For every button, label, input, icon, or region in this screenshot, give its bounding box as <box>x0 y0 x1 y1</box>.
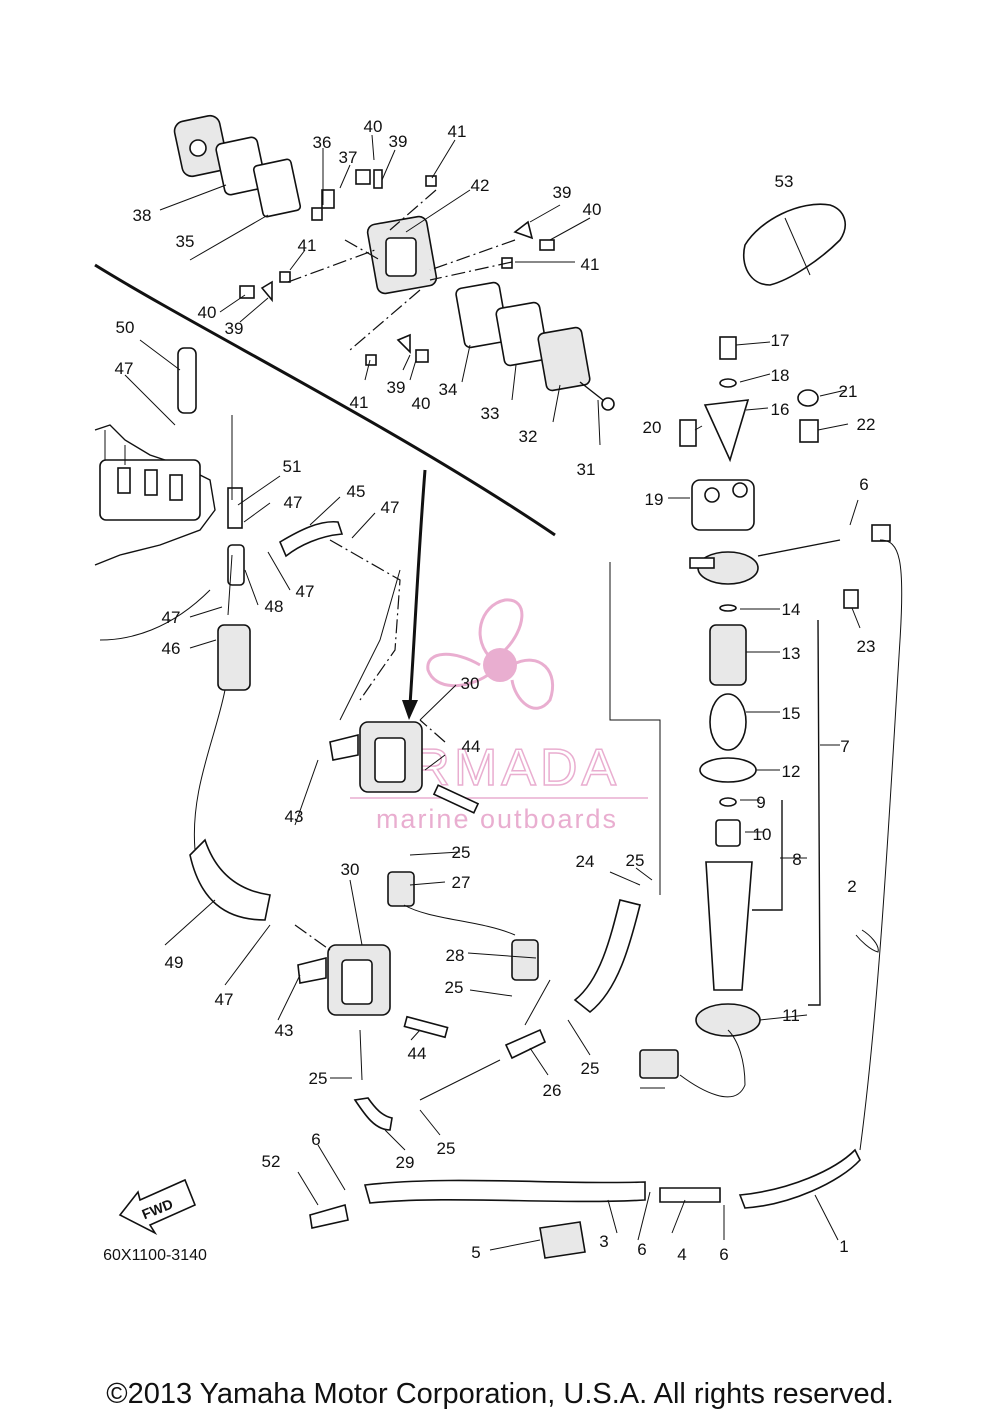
propeller-logo-icon <box>426 598 555 710</box>
callout-47-clip: 47 <box>215 990 234 1009</box>
callout-39-clip: 39 <box>553 183 572 202</box>
callout-39-clip: 39 <box>387 378 406 397</box>
item-53-sleeve <box>743 203 846 286</box>
callout-40-screw: 40 <box>364 117 383 136</box>
copyright-notice: ©2013 Yamaha Motor Corporation, U.S.A. A… <box>106 1378 894 1410</box>
callout-30-fuel-pump: 30 <box>461 674 480 693</box>
callout-24: 24 <box>576 852 595 871</box>
callout-33: 33 <box>481 404 500 423</box>
callout-7: 7 <box>840 737 849 756</box>
callout-10: 10 <box>753 825 772 844</box>
callout-26: 26 <box>543 1081 562 1100</box>
callout-25-hose-clip: 25 <box>452 843 471 862</box>
callout-46: 46 <box>162 639 181 658</box>
callout-28: 28 <box>446 946 465 965</box>
callout-8: 8 <box>792 850 801 869</box>
callout-18: 18 <box>771 366 790 385</box>
callout-40-screw: 40 <box>412 394 431 413</box>
fuel-hoses <box>99 347 903 1259</box>
callout-38: 38 <box>133 206 152 225</box>
upper-fuel-pump-parts <box>173 114 615 411</box>
callout-50: 50 <box>116 318 135 337</box>
callout-41-nut: 41 <box>581 255 600 274</box>
callout-labels: 1 2 3 4 5 6 6 6 6 7 8 9 10 11 12 13 14 1… <box>115 117 876 1264</box>
callout-47-clip: 47 <box>381 498 400 517</box>
callout-29: 29 <box>396 1153 415 1172</box>
callout-23: 23 <box>857 637 876 656</box>
engine-block-outline <box>94 424 216 566</box>
callout-6-hose-clip: 6 <box>719 1245 728 1264</box>
callout-25-hose-clip: 25 <box>309 1069 328 1088</box>
callout-9: 9 <box>756 793 765 812</box>
fuel-pump-upper <box>329 721 480 814</box>
leader-lines <box>124 134 861 1251</box>
callout-35: 35 <box>176 232 195 251</box>
callout-3: 3 <box>599 1232 608 1251</box>
callout-44-bolt: 44 <box>408 1044 427 1063</box>
callout-16: 16 <box>771 400 790 419</box>
callout-17: 17 <box>771 331 790 350</box>
callout-25-hose-clip: 25 <box>626 851 645 870</box>
callout-41-nut: 41 <box>448 122 467 141</box>
callout-5: 5 <box>471 1243 480 1262</box>
callout-25-hose-clip: 25 <box>581 1059 600 1078</box>
callout-48: 48 <box>265 597 284 616</box>
callout-4: 4 <box>677 1245 686 1264</box>
callout-39-clip: 39 <box>225 319 244 338</box>
callout-27: 27 <box>452 873 471 892</box>
armada-watermark: ARMADA marine outboards <box>350 598 648 834</box>
callout-49: 49 <box>165 953 184 972</box>
callout-15: 15 <box>782 704 801 723</box>
callout-1: 1 <box>839 1237 848 1256</box>
callout-30-fuel-pump: 30 <box>341 860 360 879</box>
callout-13: 13 <box>782 644 801 663</box>
callout-6-hose-clip: 6 <box>311 1130 320 1149</box>
callout-39-clip: 39 <box>389 132 408 151</box>
callout-11: 11 <box>782 1006 800 1025</box>
callout-44-bolt: 44 <box>462 737 481 756</box>
callout-41-nut: 41 <box>298 236 317 255</box>
diagram-code: 60X1100-3140 <box>103 1247 207 1264</box>
callout-47-clip: 47 <box>162 608 181 627</box>
callout-43-gasket: 43 <box>285 807 304 826</box>
callout-34: 34 <box>439 380 458 399</box>
watermark-tagline: marine outboards <box>376 804 618 834</box>
callout-32: 32 <box>519 427 538 446</box>
fuel-filter-assembly <box>609 336 891 1037</box>
callout-47-clip: 47 <box>296 582 315 601</box>
callout-6-hose-clip: 6 <box>859 475 868 494</box>
callout-22: 22 <box>857 415 876 434</box>
callout-47-clip: 47 <box>284 493 303 512</box>
callout-6-hose-clip: 6 <box>637 1240 646 1259</box>
callout-41-nut: 41 <box>350 393 369 412</box>
forward-arrow-icon: FWD <box>118 1178 197 1236</box>
callout-20: 20 <box>643 418 662 437</box>
callout-47-clip: 47 <box>115 359 134 378</box>
callout-25-hose-clip: 25 <box>445 978 464 997</box>
section-divider <box>94 263 556 720</box>
callout-12: 12 <box>782 762 801 781</box>
callout-43-gasket: 43 <box>275 1021 294 1040</box>
callout-21: 21 <box>839 382 858 401</box>
callout-25-hose-clip: 25 <box>437 1139 456 1158</box>
callout-40-screw: 40 <box>583 200 602 219</box>
callout-36: 36 <box>313 133 332 152</box>
callout-19: 19 <box>645 490 664 509</box>
callout-51: 51 <box>283 457 302 476</box>
callout-52: 52 <box>262 1152 281 1171</box>
callout-45: 45 <box>347 482 366 501</box>
callout-2: 2 <box>847 877 856 896</box>
fuel-pump-lower <box>297 944 449 1039</box>
callout-37: 37 <box>339 148 358 167</box>
callout-14: 14 <box>782 600 801 619</box>
callout-42: 42 <box>471 176 490 195</box>
callout-40-screw: 40 <box>198 303 217 322</box>
callout-31: 31 <box>577 460 596 479</box>
callout-53: 53 <box>775 172 794 191</box>
